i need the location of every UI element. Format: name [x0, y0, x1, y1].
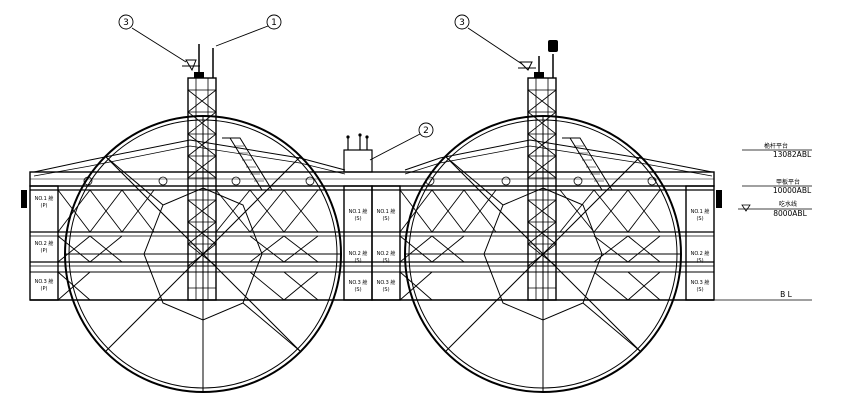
left-fender: [21, 190, 27, 208]
callout-bubble: [118, 14, 134, 30]
tank-labels: NO.1 舱 (P) NO.2 舱 (P) NO.3 舱 (P) NO.1 舱 …: [35, 195, 710, 293]
left-roof-line: [33, 139, 346, 173]
tank-label: NO.2 舱: [349, 250, 368, 257]
x-bracing: [57, 189, 661, 301]
tank-label: NO.1 舱: [35, 195, 54, 202]
callout-bubble: [418, 122, 434, 138]
tank-label: NO.1 舱: [349, 208, 368, 215]
tank-sub-label: (P): [41, 203, 48, 209]
tank-label: NO.3 舱: [349, 279, 368, 286]
level-label-cn: 甲板平台: [776, 178, 800, 186]
callouts: 1 2 3 3: [118, 14, 523, 161]
left-mast-tower: [182, 44, 273, 301]
callout-bubble: [454, 14, 470, 30]
tank-sub-label: (P): [41, 286, 48, 292]
right-fender: [716, 190, 722, 208]
left-wheel-spokes: [66, 116, 340, 392]
left-wheel: [64, 115, 342, 393]
right-roof-line: [404, 139, 713, 173]
level-value: 10000ABL: [773, 186, 812, 195]
right-wheel: [404, 115, 682, 393]
tank-label: NO.1 舱: [377, 208, 396, 215]
tank-sub-label: (S): [354, 216, 361, 222]
right-tank-column: [685, 185, 715, 301]
tank-sub-label: (S): [382, 287, 389, 293]
tank-label: NO.1 舱: [691, 208, 710, 215]
tank-sub-label: (S): [382, 216, 389, 222]
tank-columns: [21, 185, 722, 301]
middle-posts: [343, 133, 373, 173]
tank-label: NO.3 舱: [35, 278, 54, 285]
level-value: 8000ABL: [773, 209, 807, 218]
baseline-label: B L: [780, 290, 793, 299]
callout-number: 1: [271, 18, 277, 28]
callout-number: 3: [123, 18, 129, 28]
level-label-cn: 吃水线: [779, 200, 797, 208]
right-mast-tower: [518, 40, 613, 301]
deck-bollards: [83, 176, 657, 186]
left-tank-column: [29, 185, 59, 301]
elevation-levels: 桅杆平台 13082ABL 甲板平台 10000ABL 吃水线 8000ABL …: [714, 142, 812, 301]
right-wheel-spokes: [406, 116, 680, 392]
tank-label: NO.3 舱: [377, 279, 396, 286]
tank-sub-label: (S): [696, 287, 703, 293]
callout-bubble: [266, 14, 282, 30]
tank-sub-label: (S): [382, 258, 389, 264]
tank-label: NO.2 舱: [691, 250, 710, 257]
tank-sub-label: (S): [354, 258, 361, 264]
callout-number: 2: [423, 126, 429, 136]
level-value: 13082ABL: [773, 150, 812, 159]
level-label-cn: 桅杆平台: [764, 142, 788, 150]
tank-sub-label: (S): [354, 287, 361, 293]
tank-sub-label: (P): [41, 248, 48, 254]
tank-sub-label: (S): [696, 216, 703, 222]
tank-label: NO.2 舱: [35, 240, 54, 247]
tank-label: NO.3 舱: [691, 279, 710, 286]
waterline-symbol-icon: [741, 204, 751, 212]
tank-label: NO.2 舱: [377, 250, 396, 257]
callout-number: 3: [459, 18, 465, 28]
middle-right-tank-column: [371, 185, 401, 301]
tank-sub-label: (S): [696, 258, 703, 264]
beacon-light-icon: [548, 40, 558, 52]
